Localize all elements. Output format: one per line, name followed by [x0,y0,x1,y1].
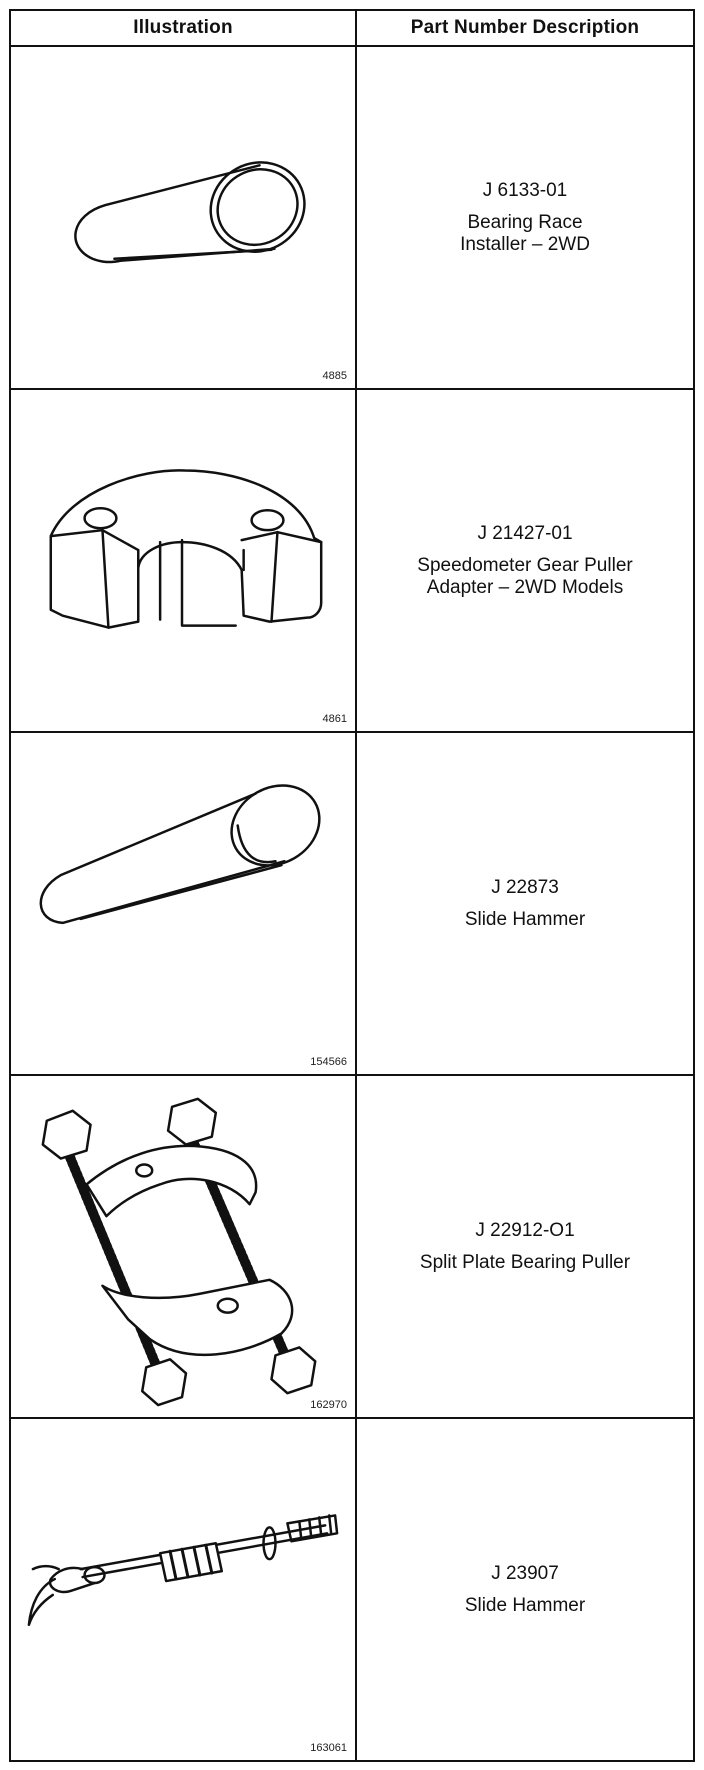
table-row: 162970 J 22912-O1 Split Plate Bearing Pu… [9,1074,695,1419]
description-line: Slide Hammer [464,1594,586,1616]
table-row: 154566 J 22873 Slide Hammer [9,731,695,1076]
description-line: Adapter – 2WD Models [426,576,624,598]
illustration-cell: 4885 [9,45,357,390]
table-row: 163061 J 23907 Slide Hammer [9,1417,695,1762]
figure-number: 4885 [322,370,347,382]
part-number: J 21427-01 [477,522,573,544]
split-plate-bearing-puller-icon [41,1097,317,1407]
bearing-race-installer-icon [74,161,306,264]
figure-number: 162970 [310,1399,347,1411]
figure-number: 163061 [310,1742,347,1754]
illustration-cell: 163061 [9,1417,357,1762]
tools-table: Illustration Part Number Description 488… [9,9,695,1762]
description-line: Speedometer Gear Puller [417,554,633,576]
description-cell: J 6133-01 Bearing Race Installer – 2WD [355,45,695,390]
table-row: 4885 J 6133-01 Bearing Race Installer – … [9,45,695,390]
description-line: Split Plate Bearing Puller [419,1251,631,1273]
part-number: J 23907 [491,1562,559,1584]
gear-puller-adapter-icon [49,469,323,629]
description-line: Bearing Race [467,211,583,233]
header-row: Illustration Part Number Description [9,9,695,47]
table-row: 4861 J 21427-01 Speedometer Gear Puller … [9,388,695,733]
part-number: J 22873 [491,876,559,898]
description-cell: J 21427-01 Speedometer Gear Puller Adapt… [355,388,695,733]
illustration-cell: 4861 [9,388,357,733]
part-number: J 6133-01 [482,179,568,201]
description-cell: J 23907 Slide Hammer [355,1417,695,1762]
header-description: Part Number Description [355,9,695,47]
description-line: Installer – 2WD [460,233,590,255]
figure-number: 154566 [310,1056,347,1068]
description-cell: J 22912-O1 Split Plate Bearing Puller [355,1074,695,1419]
description-line: Slide Hammer [464,908,586,930]
slide-hammer-rod-icon [39,784,321,925]
description-cell: J 22873 Slide Hammer [355,731,695,1076]
header-illustration: Illustration [9,9,357,47]
illustration-cell: 162970 [9,1074,357,1419]
illustration-cell: 154566 [9,731,357,1076]
figure-number: 4861 [322,713,347,725]
slide-hammer-icon [27,1514,339,1627]
part-number: J 22912-O1 [475,1219,575,1241]
